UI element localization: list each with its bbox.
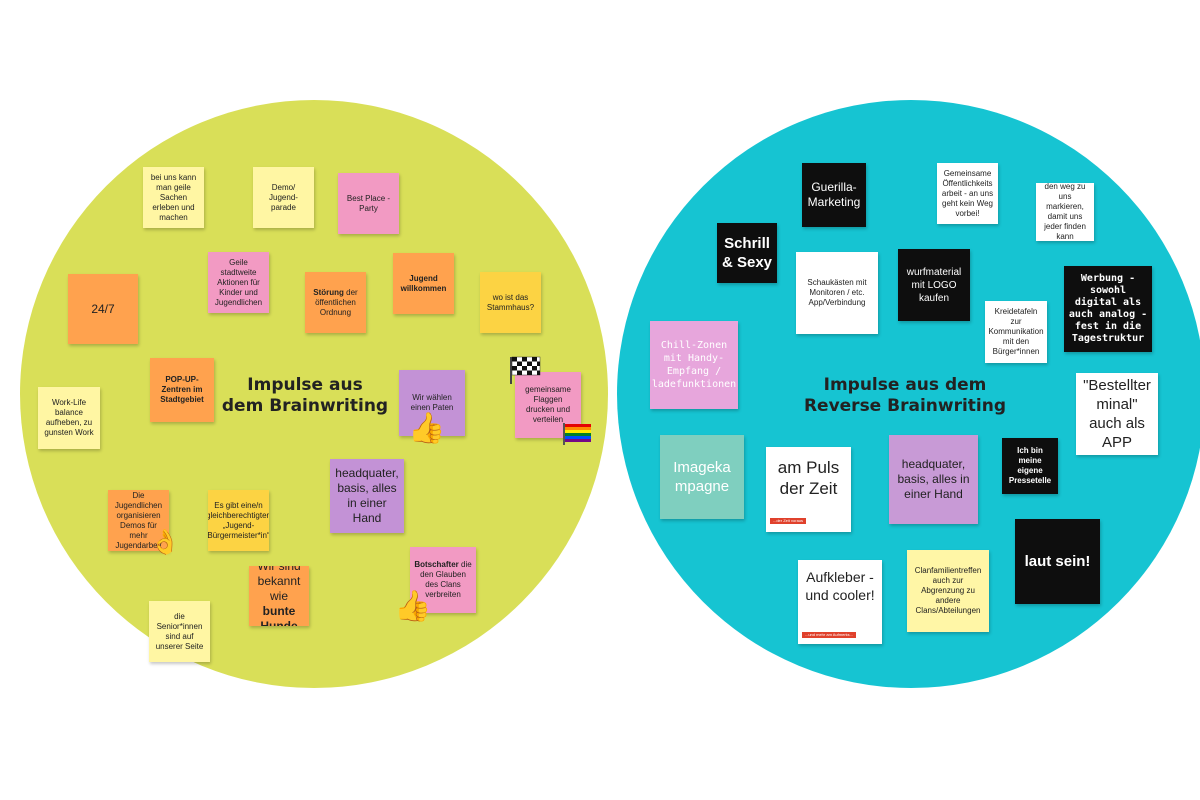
sticky-note[interactable]: Die Jugendlichen organisieren Demos für …: [108, 490, 169, 551]
sticky-note[interactable]: Werbung - sowohl digital als auch analog…: [1064, 266, 1152, 352]
thumbs-up-icon: 👍: [408, 412, 446, 445]
sticky-note[interactable]: Demo/ Jugend-parade: [253, 167, 314, 228]
ok-hand-icon: 👌: [150, 529, 180, 556]
note-text: Wir sind bekannt wie: [257, 566, 301, 603]
sticky-note[interactable]: Best Place - Party: [338, 173, 399, 234]
note-bold-text: Störung: [313, 287, 344, 297]
sticky-note[interactable]: Imageka mpagne: [660, 435, 744, 519]
note-bold-text: bunte Hunde: [260, 603, 298, 627]
sticky-note[interactable]: Ich bin meine eigene Pressetelle: [1002, 438, 1058, 494]
sticky-note[interactable]: bei uns kann man geile Sachen erleben un…: [143, 167, 204, 228]
note-tag: ...und mehr am Aufmerks...: [802, 632, 857, 638]
sticky-note[interactable]: Guerilla-Marketing: [802, 163, 866, 227]
note-bold-text: Botschafter: [414, 560, 459, 569]
rainbow-flag-icon: [563, 423, 591, 445]
sticky-note[interactable]: den weg zu uns markieren, damit uns jede…: [1036, 183, 1094, 241]
note-text: der öffentlichen Ordnung: [315, 287, 358, 317]
note-text: die den Glauben des Clans verbreiten: [420, 560, 472, 599]
sticky-note[interactable]: headquater, basis, alles in einer Hand: [889, 435, 978, 524]
right-title: Impulse aus dem Reverse Brainwriting: [803, 375, 1007, 416]
sticky-note[interactable]: Jugend willkommen: [393, 253, 454, 314]
sticky-note[interactable]: Chill-Zonen mit Handy-Empfang / ladefunk…: [650, 321, 738, 409]
sticky-note[interactable]: wo ist das Stammhaus?: [480, 272, 541, 333]
sticky-note[interactable]: Geile stadtweite Aktionen für Kinder und…: [208, 252, 269, 313]
sticky-note[interactable]: 24/7: [68, 274, 138, 344]
sticky-note[interactable]: POP-UP-Zentren im Stadtgebiet: [150, 358, 214, 422]
sticky-note[interactable]: wurfmaterial mit LOGO kaufen: [898, 249, 970, 321]
thumbs-up-icon: 👍: [394, 590, 432, 623]
sticky-note[interactable]: Störung der öffentlichen Ordnung: [305, 272, 366, 333]
left-title: Impulse aus dem Brainwriting: [221, 375, 389, 416]
sticky-note[interactable]: Gemeinsame Öffentlichkeits arbeit - an u…: [937, 163, 998, 224]
sticky-note[interactable]: Schrill & Sexy: [717, 223, 777, 283]
sticky-note[interactable]: Kreidetafeln zur Kommunikation mit den B…: [985, 301, 1047, 363]
sticky-note[interactable]: Wir wählen einen Paten: [399, 370, 465, 436]
sticky-note[interactable]: Clanfamilientreffen auch zur Abgrenzung …: [907, 550, 989, 632]
sticky-note[interactable]: Aufkleber - und cooler! ...und mehr am A…: [798, 560, 882, 644]
sticky-note[interactable]: Schaukästen mit Monitoren / etc. App/Ver…: [796, 252, 878, 334]
sticky-note[interactable]: die Senior*innen sind auf unserer Seite: [149, 601, 210, 662]
sticky-note[interactable]: headquater, basis, alles in einer Hand: [330, 459, 404, 533]
note-tag: ...der Zeit voraus: [770, 518, 807, 524]
sticky-note[interactable]: Work-Life balance aufheben, zu gunsten W…: [38, 387, 100, 449]
sticky-note[interactable]: "Bestellter minal" auch als APP: [1076, 373, 1158, 455]
sticky-note[interactable]: Botschafter die den Glauben des Clans ve…: [410, 547, 476, 613]
note-text: am Puls der Zeit: [777, 458, 840, 498]
checkered-flag-icon: [510, 356, 541, 384]
sticky-note[interactable]: am Puls der Zeit ...der Zeit voraus: [766, 447, 851, 532]
sticky-note[interactable]: Es gibt eine/n gleichberechtigten „Jugen…: [208, 490, 269, 551]
note-text: Aufkleber - und cooler!: [805, 569, 875, 603]
sticky-note[interactable]: Wir sind bekannt wie bunte Hunde: [249, 566, 309, 626]
brainwriting-circle: [20, 100, 608, 688]
sticky-note[interactable]: laut sein!: [1015, 519, 1100, 604]
